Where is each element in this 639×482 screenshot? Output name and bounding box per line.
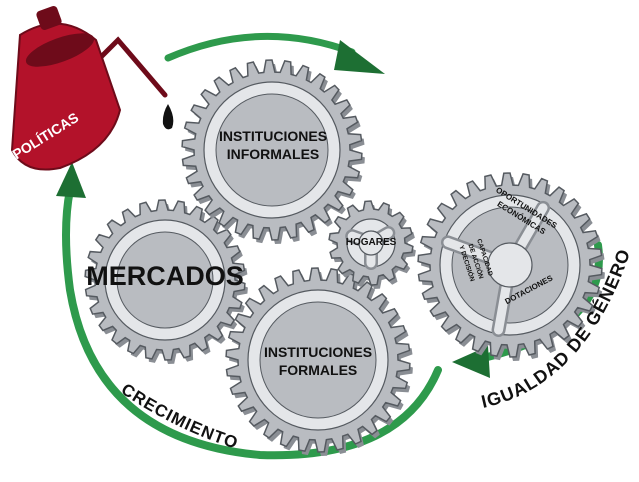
- growth-arrow-head: [56, 162, 86, 198]
- gear-informal-face: [215, 93, 329, 207]
- gear-households: [328, 200, 416, 289]
- oil-drop: [162, 104, 174, 130]
- can-cap: [36, 5, 62, 31]
- top-arrow-shaft: [164, 32, 356, 62]
- gear-markets: [84, 199, 248, 364]
- gear-gender-hub: [487, 242, 533, 288]
- gear-label-households: HOGARES: [346, 237, 397, 248]
- gear-informal: [181, 59, 365, 244]
- top-arrow-head: [334, 40, 385, 74]
- gear-formal: [225, 267, 413, 456]
- gear-label-formal-2: FORMALES: [279, 362, 358, 378]
- gear-households-hub: [358, 230, 384, 256]
- gear-label-informal-1: INSTITUCIONES: [219, 128, 327, 144]
- gear-markets-face: [116, 231, 214, 329]
- gear-gender: [417, 172, 605, 361]
- gear-label-formal-1: INSTITUCIONES: [264, 344, 372, 360]
- gear-label-informal-2: INFORMALES: [227, 146, 320, 162]
- can-spout: [95, 36, 168, 98]
- oil-can-icon: [10, 5, 174, 171]
- gear-set: [84, 59, 605, 456]
- gear-formal-face: [259, 301, 377, 419]
- gear-label-markets: MERCADOS: [86, 261, 244, 291]
- can-top: [25, 33, 95, 67]
